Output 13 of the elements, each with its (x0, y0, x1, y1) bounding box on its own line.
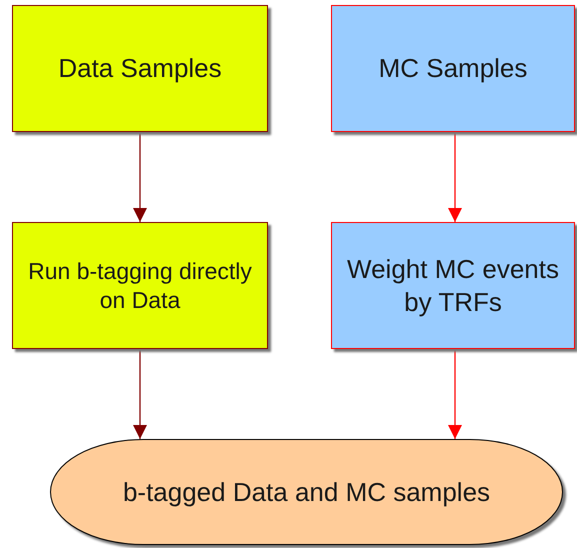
node-label: Weight MC events by TRFs (346, 253, 560, 318)
node-label: b-tagged Data and MC samples (122, 476, 490, 508)
process-box (12, 222, 268, 349)
arrow (133, 350, 147, 439)
node-label: Data Samples (58, 52, 222, 85)
arrow (448, 133, 462, 222)
process-box (12, 5, 268, 132)
arrow (133, 133, 147, 222)
process-box (331, 222, 575, 349)
node-label: MC Samples (378, 52, 528, 85)
arrow (448, 350, 462, 439)
process-box (331, 5, 575, 132)
node-label: Run b-tagging directly on Data (27, 256, 253, 314)
